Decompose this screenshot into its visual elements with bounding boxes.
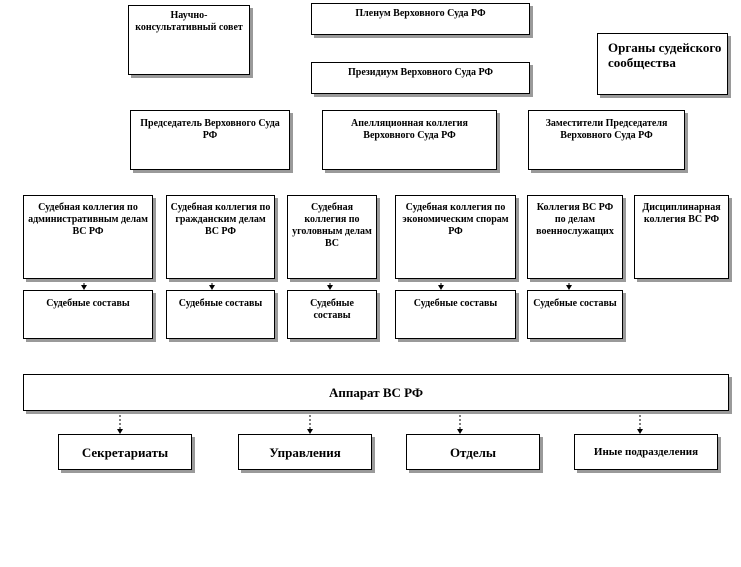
divisions-label: Отделы xyxy=(449,444,497,460)
composition-box-military: Судебные составы xyxy=(527,290,623,339)
economic-board-label: Судебная коллегия по экономическим спора… xyxy=(402,202,509,237)
composition-label: Судебные составы xyxy=(310,298,354,321)
chairman-label: Председатель Верховного Суда РФ xyxy=(140,118,280,141)
apparatus-box: Аппарат ВС РФ xyxy=(23,374,729,411)
scientific-council-box: Научно-консультативный совет xyxy=(128,5,250,75)
disciplinary-board-label: Дисциплинарная коллегия ВС РФ xyxy=(642,202,721,225)
presidium-label: Президиум Верховного Суда РФ xyxy=(348,67,493,78)
civil-board-label: Судебная коллегия по гражданским делам В… xyxy=(170,202,271,237)
composition-box-economic: Судебные составы xyxy=(395,290,516,339)
secretariats-label: Секретариаты xyxy=(81,444,169,460)
departments-label: Управления xyxy=(269,444,341,460)
admin-board-label: Судебная коллегия по административным де… xyxy=(28,202,148,237)
deputy-chairmen-box: Заместители Председателя Верховного Суда… xyxy=(528,110,685,170)
departments-box: Управления xyxy=(238,434,372,470)
community-bodies-box: Органы судейского сообщества xyxy=(597,33,728,95)
divisions-box: Отделы xyxy=(406,434,540,470)
composition-label: Судебные составы xyxy=(46,298,130,309)
civil-board-box: Судебная коллегия по гражданским делам В… xyxy=(166,195,275,279)
military-board-label: Коллегия ВС РФ по делам военнослужащих xyxy=(536,202,614,237)
appeals-board-box: Апелляционная коллегия Верховного Суда Р… xyxy=(322,110,497,170)
economic-board-box: Судебная коллегия по экономическим спора… xyxy=(395,195,516,279)
community-bodies-label: Органы судейского сообщества xyxy=(608,40,722,70)
plenum-label: Пленум Верховного Суда РФ xyxy=(355,8,486,19)
admin-board-box: Судебная коллегия по административным де… xyxy=(23,195,153,279)
other-units-box: Иные подразделения xyxy=(574,434,718,470)
composition-box-civil: Судебные составы xyxy=(166,290,275,339)
composition-label: Судебные составы xyxy=(178,298,263,309)
composition-box-admin: Судебные составы xyxy=(23,290,153,339)
military-board-box: Коллегия ВС РФ по делам военнослужащих xyxy=(527,195,623,279)
secretariats-box: Секретариаты xyxy=(58,434,192,470)
composition-label: Судебные составы xyxy=(533,298,617,309)
criminal-board-box: Судебная коллегия по уголовным делам ВС xyxy=(287,195,377,279)
other-units-label: Иные подразделения xyxy=(593,446,699,458)
scientific-council-label: Научно-консультативный совет xyxy=(135,10,243,33)
presidium-box: Президиум Верховного Суда РФ xyxy=(311,62,530,94)
chairman-box: Председатель Верховного Суда РФ xyxy=(130,110,290,170)
apparatus-label: Аппарат ВС РФ xyxy=(328,385,424,400)
composition-box-criminal: Судебные составы xyxy=(287,290,377,339)
appeals-board-label: Апелляционная коллегия Верховного Суда Р… xyxy=(351,118,468,141)
criminal-board-label: Судебная коллегия по уголовным делам ВС xyxy=(292,202,372,249)
disciplinary-board-box: Дисциплинарная коллегия ВС РФ xyxy=(634,195,729,279)
deputy-chairmen-label: Заместители Председателя Верховного Суда… xyxy=(545,118,668,141)
plenum-box: Пленум Верховного Суда РФ xyxy=(311,3,530,35)
composition-label: Судебные составы xyxy=(413,298,498,309)
